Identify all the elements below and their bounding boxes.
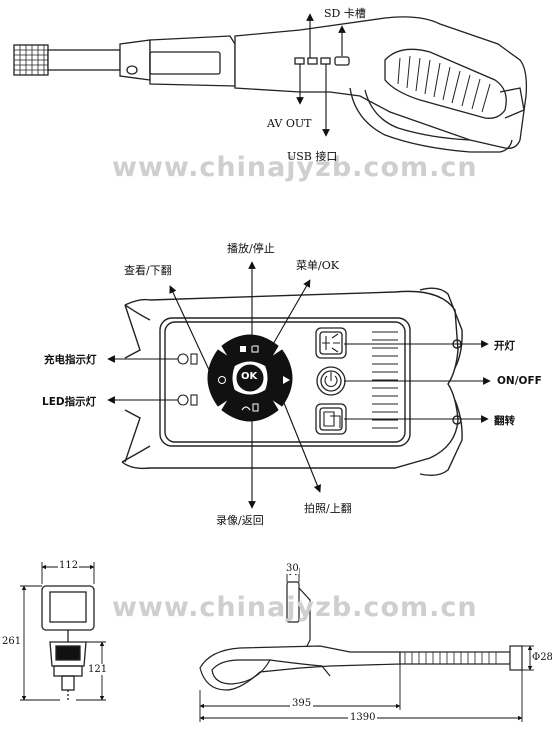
monitor-width-dim: 112 [58,560,80,571]
screen-thickness-dim: 30 [286,563,299,574]
d-pad [207,334,293,422]
usb-port-label: USB 接口 [287,150,338,163]
monitor-height-dim: 261 [2,636,22,647]
av-out-label: AV OUT [267,117,312,130]
charge-led [177,353,189,365]
panel-callouts [107,261,491,509]
flip-label: 翻转 [494,415,515,427]
rotate-icon [323,411,341,428]
monitor-dimension-lines [20,562,106,701]
charge-indicator-label: 充电指示灯 [44,354,97,366]
watermark-top: www.chinajyzb.com.cn [112,152,478,183]
top-view-callouts [296,13,346,137]
handle-height-dim: 121 [88,664,108,675]
probe-diameter-dim: Φ28 [532,652,552,663]
device-side-view [13,16,528,153]
light-icon [322,333,340,353]
record-back-label: 录像/返回 [216,514,264,527]
ok-button-text: OK [241,371,258,382]
power-icon [324,372,338,387]
play-stop-label: 播放/停止 [227,242,275,255]
sd-slot-label: SD 卡槽 [324,7,366,20]
monitor-front-view [41,585,95,700]
menu-ok-label: 菜单/OK [296,259,339,272]
photo-page-up-label: 拍照/上翻 [304,502,352,515]
light-on-label: 开灯 [494,340,515,352]
device-dimension-view [199,581,523,691]
led-indicator [177,394,189,406]
led-indicator-label: LED指示灯 [42,396,97,408]
view-page-down-label: 查看/下翻 [124,264,172,277]
total-length-dim: 1390 [348,712,378,723]
handle-length-dim: 395 [290,698,314,709]
watermark-bottom: www.chinajyzb.com.cn [112,592,478,623]
on-off-label: ON/OFF [497,375,542,387]
